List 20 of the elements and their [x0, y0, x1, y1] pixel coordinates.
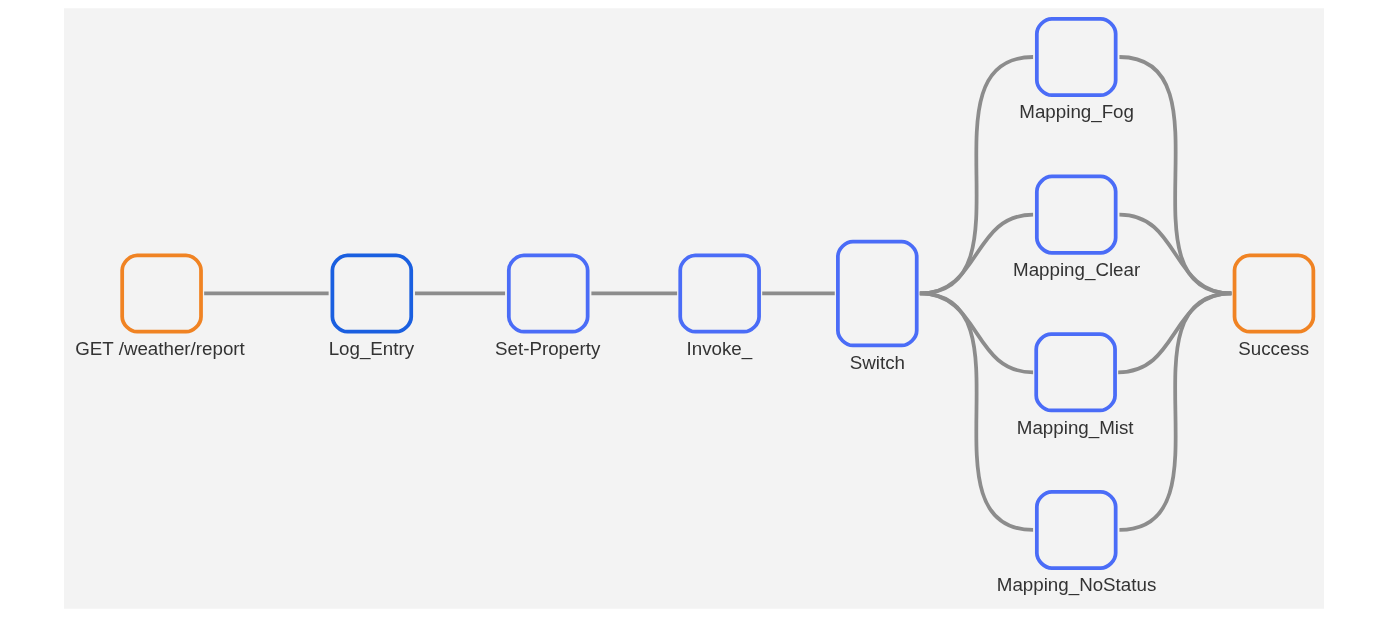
connector	[919, 212, 1034, 296]
node-label: GET /weather/report	[75, 337, 245, 359]
node-label: Success	[1238, 337, 1310, 359]
node-label: Mapping_Clear	[1013, 258, 1141, 280]
connector	[591, 291, 678, 296]
connector	[1119, 55, 1232, 296]
node-label: Set-Property	[495, 337, 601, 359]
connector	[414, 291, 506, 296]
node-label: Mapping_NoStatus	[996, 574, 1157, 596]
connector	[919, 291, 1034, 532]
node-label: Log_Entry	[328, 337, 415, 359]
node-label: Switch	[849, 351, 906, 373]
node-label: Mapping_Mist	[1016, 416, 1134, 438]
connector	[762, 291, 835, 296]
connector	[1119, 212, 1232, 296]
node-label: Mapping_Fog	[1019, 101, 1134, 123]
connector	[1119, 291, 1232, 532]
connector	[919, 55, 1034, 296]
connector	[204, 291, 329, 296]
node-label: Invoke_	[686, 337, 753, 359]
